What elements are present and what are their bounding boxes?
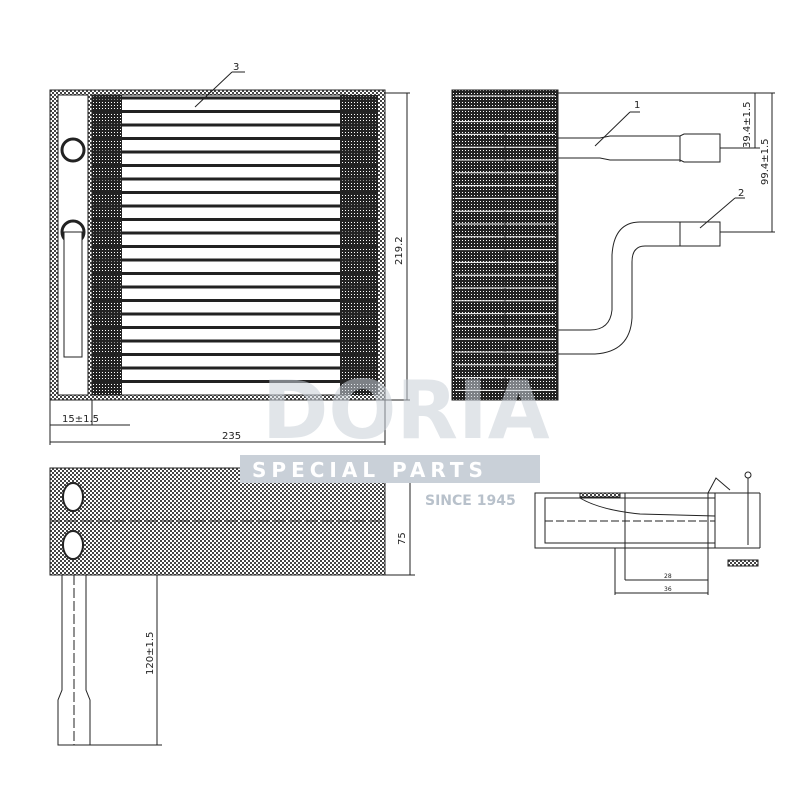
watermark-since: SINCE 1945 xyxy=(425,493,516,509)
width-dimension: 235 xyxy=(222,431,241,442)
detail-view xyxy=(534,471,761,595)
watermark: DORIA SPECIAL PARTS SINCE 1945 xyxy=(240,364,550,509)
front-view xyxy=(49,71,410,445)
depth-dimension: 75 xyxy=(397,532,408,545)
side-view xyxy=(451,89,775,401)
pipe-length-dimension: 120±1.5 xyxy=(145,632,156,675)
callout-3: 3 xyxy=(233,62,239,73)
callout-1: 1 xyxy=(634,100,640,111)
callout-2: 2 xyxy=(738,188,744,199)
bottom-view xyxy=(49,467,415,746)
pipe1-dimension: 39.4±1.5 xyxy=(742,101,753,148)
offset-dimension: 15±1.5 xyxy=(62,414,99,425)
watermark-tagline: SPECIAL PARTS xyxy=(252,458,488,482)
detail-outer-dimension: 36 xyxy=(664,586,672,593)
detail-inner-dimension: 28 xyxy=(664,573,672,580)
height-dimension: 219.2 xyxy=(394,236,405,265)
watermark-brand: DORIA xyxy=(262,364,550,457)
pipe2-dimension: 99.4±1.5 xyxy=(760,138,771,185)
inlet-port-icon xyxy=(60,137,86,163)
